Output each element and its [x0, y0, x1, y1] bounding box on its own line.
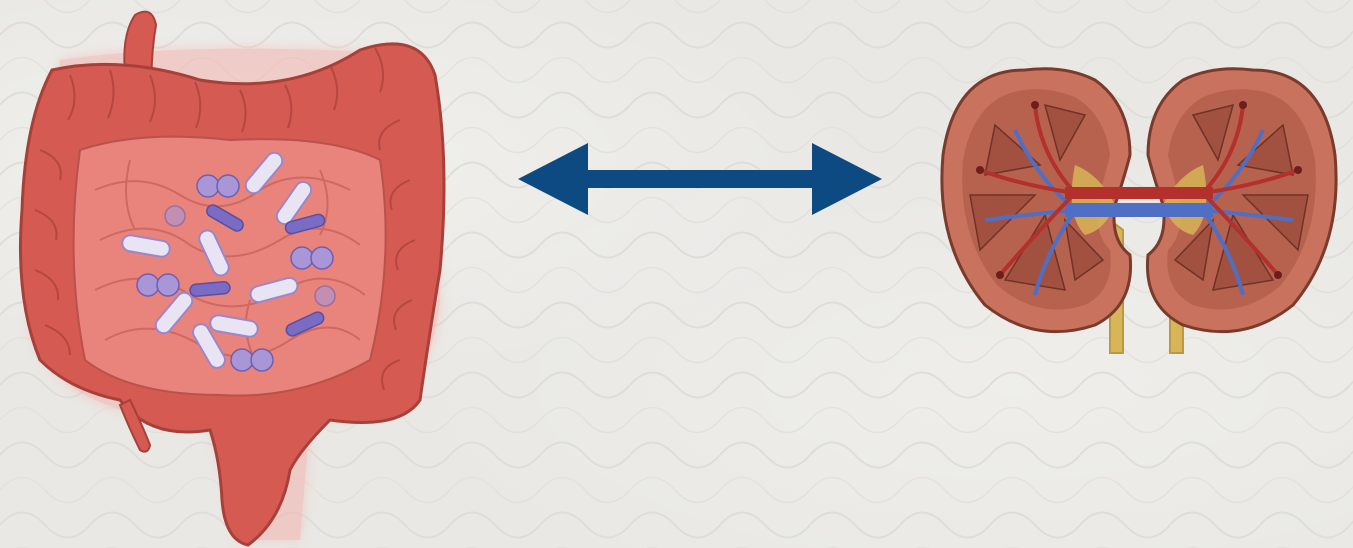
intestine-microbiome-icon: [0, 0, 470, 548]
double-arrow-icon: [510, 140, 890, 220]
kidneys-icon: [925, 45, 1353, 365]
